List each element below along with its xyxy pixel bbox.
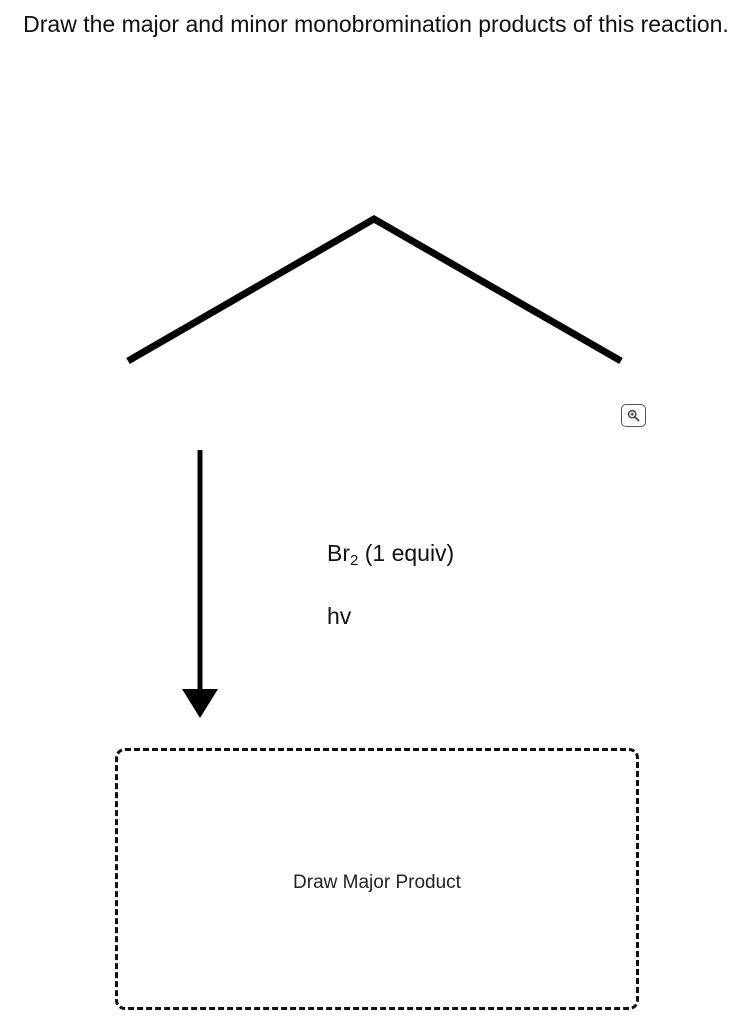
reaction-arrow <box>182 450 218 718</box>
reagent-equiv-text: (1 equiv) <box>358 540 455 566</box>
reagent-br-text: Br <box>327 540 350 566</box>
draw-major-product-area[interactable]: Draw Major Product <box>115 748 639 1010</box>
reagent-light: hv <box>327 603 352 629</box>
reaction-arrow-head <box>182 689 218 718</box>
question-text: Draw the major and minor monobromination… <box>23 11 729 37</box>
magnifier-zoom-icon <box>627 409 640 422</box>
propane-bond-lines <box>126 214 623 365</box>
draw-major-product-label: Draw Major Product <box>293 872 461 893</box>
zoom-button[interactable] <box>621 404 646 427</box>
propane-molecule <box>126 214 623 365</box>
reagent-bromine: Br2 (1 equiv) <box>327 540 454 569</box>
reagent-br-subscript: 2 <box>350 552 359 569</box>
